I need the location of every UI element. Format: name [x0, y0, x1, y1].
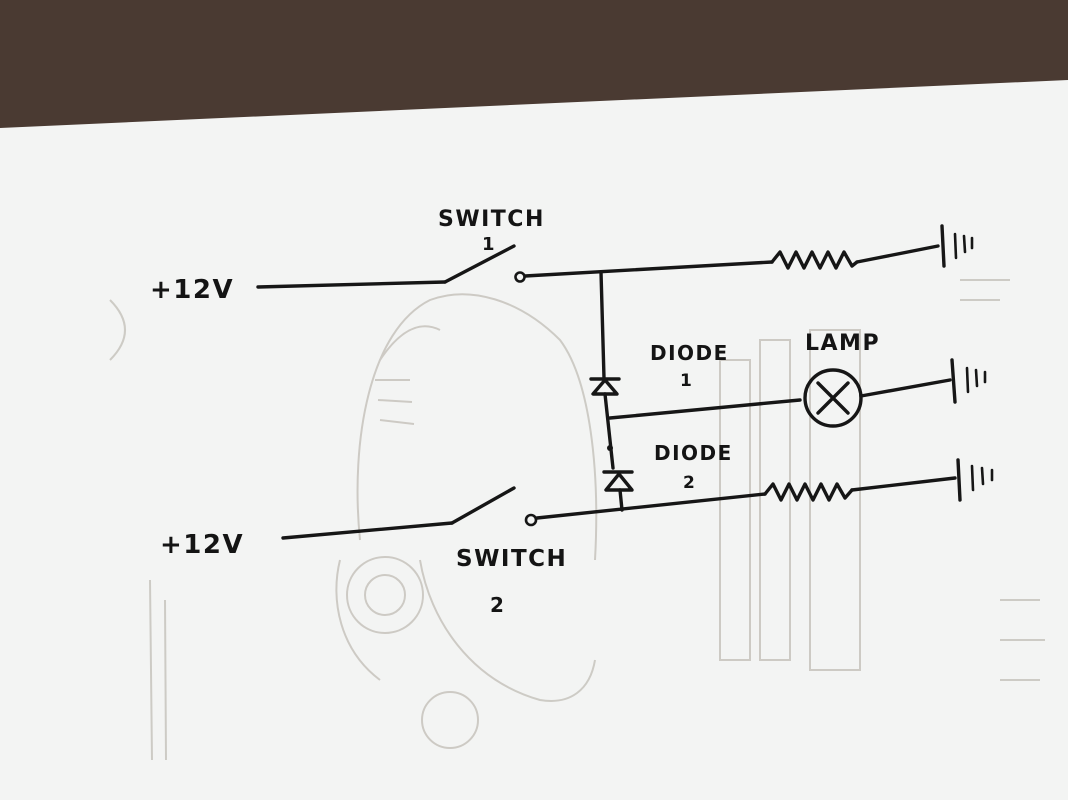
lamp-label: LAMP — [805, 331, 880, 356]
resistor-top — [770, 250, 859, 270]
wire-spine-upper — [599, 270, 606, 380]
resistor-bottom — [763, 482, 854, 502]
ground-icon-middle — [950, 358, 987, 404]
wire-top-to-ground — [855, 244, 940, 264]
lamp-icon — [803, 368, 863, 428]
junction-dot — [607, 445, 613, 451]
switch-2-lever — [450, 486, 516, 525]
supply-label-bottom: +12V — [160, 530, 244, 560]
wire-spine-mid — [603, 392, 615, 470]
ground-icon-bottom — [956, 458, 994, 502]
diode-1-label: DIODE — [650, 341, 729, 365]
switch-2-label: SWITCH — [456, 546, 567, 572]
wire-bottom-bus — [535, 492, 767, 520]
switch-1-number: 1 — [482, 234, 496, 255]
paper-sheet — [0, 80, 1068, 800]
wire-top-bus — [523, 260, 774, 278]
switch-2-contact — [524, 513, 538, 527]
wire-to-lamp — [608, 398, 802, 420]
wire-supply-bottom — [281, 521, 454, 540]
supply-label-top: +12V — [150, 275, 234, 305]
wire-lamp-to-ground — [859, 378, 952, 398]
switch-1-label: SWITCH — [438, 207, 545, 232]
wire-bottom-to-ground — [850, 476, 957, 492]
wire-supply-top — [256, 280, 447, 289]
show-through-print — [109, 279, 1045, 761]
diode-2-label: DIODE — [654, 441, 733, 465]
diode-2-number: 2 — [683, 473, 696, 493]
switch-2-number: 2 — [490, 593, 505, 617]
ground-icon-top — [940, 224, 974, 268]
switch-1-lever — [443, 244, 516, 284]
diode-1-number: 1 — [680, 371, 693, 391]
wire-spine-lower — [618, 488, 624, 512]
